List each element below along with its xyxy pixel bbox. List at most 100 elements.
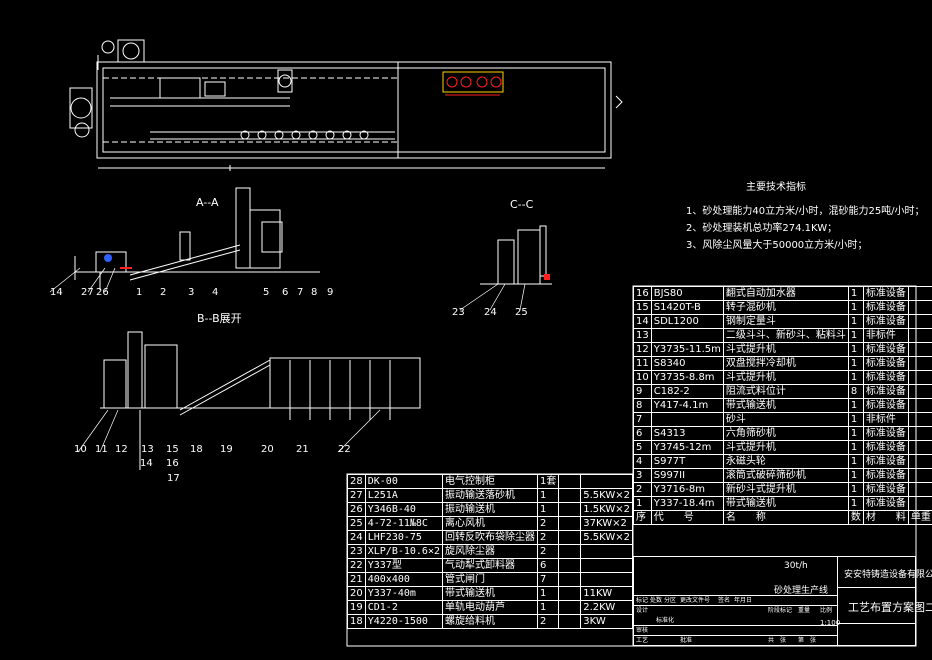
callout-label: 16	[166, 458, 179, 469]
table-cell: 1	[847, 370, 864, 385]
table-cell: S8340	[650, 356, 724, 371]
callout-label: 22	[338, 444, 351, 455]
table-cell: 标准设备	[862, 468, 909, 483]
table-cell	[907, 468, 932, 483]
table-cell: 标准设备	[862, 482, 909, 497]
callout-label: 20	[261, 444, 274, 455]
title-block: 30t/h 砂处理生产线 安安特铸造设备有限公司 工艺布置方案图二 1:100 …	[633, 556, 932, 646]
table-cell: BJS80	[650, 286, 724, 301]
table-cell	[907, 356, 932, 371]
table-cell: 1	[847, 328, 864, 343]
table-row: 11S8340双盘搅拌冷却机1标准设备26KW	[633, 356, 932, 371]
table-cell: 2	[633, 482, 652, 497]
table-cell: 11	[633, 356, 652, 371]
table-cell: 1	[633, 496, 652, 511]
aa-blue-motor-icon	[104, 254, 112, 262]
table-cell: 1	[847, 496, 864, 511]
table-cell: 1	[847, 426, 864, 441]
title-label: 设计	[636, 607, 649, 614]
title-label: 审核	[636, 627, 649, 634]
title-company: 安安特铸造设备有限公司	[844, 570, 932, 580]
table-header-cell: 代 号	[650, 510, 724, 525]
callout-label: 9	[327, 287, 334, 298]
table-cell: S4313	[650, 426, 724, 441]
table-cell: 4-72-11№8C	[364, 516, 443, 531]
table-cell	[907, 314, 932, 329]
table-cell	[580, 544, 633, 559]
callout-label: 26	[96, 287, 109, 298]
table-cell: 2	[536, 614, 560, 629]
table-cell: 6	[536, 558, 560, 573]
title-label: 分区	[664, 597, 677, 604]
table-cell	[558, 544, 582, 559]
table-cell: 5.5KW×2	[580, 530, 633, 545]
table-cell	[650, 412, 724, 427]
table-cell	[580, 572, 633, 587]
table-cell: 8	[633, 398, 652, 413]
table-cell: 永磁头轮	[722, 454, 849, 469]
table-cell: 标准设备	[862, 426, 909, 441]
plan-view-frame	[96, 61, 612, 159]
callout-label: 17	[167, 473, 180, 484]
table-cell	[558, 502, 582, 517]
table-cell: 5	[633, 440, 652, 455]
table-cell	[558, 558, 582, 573]
table-cell	[907, 342, 932, 357]
section-aa-linework	[74, 187, 320, 290]
table-cell: 2.2KW	[580, 600, 633, 615]
table-cell	[558, 516, 582, 531]
table-cell: 标准设备	[862, 496, 909, 511]
table-cell: 1	[536, 600, 560, 615]
callout-label: 12	[115, 444, 128, 455]
table-cell: 1	[847, 468, 864, 483]
callout-label: 25	[515, 307, 528, 318]
table-cell: 26	[347, 502, 366, 517]
table-cell: 气动犁式卸料器	[441, 558, 538, 573]
table-cell: 21	[347, 572, 366, 587]
table-cell: 六角筛砂机	[722, 426, 849, 441]
table-cell	[580, 474, 633, 489]
table-cell: 标准设备	[862, 454, 909, 469]
table-cell	[907, 454, 932, 469]
table-cell: 12	[633, 342, 652, 357]
callout-label: 21	[296, 444, 309, 455]
table-cell	[558, 586, 582, 601]
callout-label: 18	[190, 444, 203, 455]
title-label: 阶段标记	[768, 607, 793, 614]
table-cell: 18	[347, 614, 366, 629]
table-cell	[558, 600, 582, 615]
table-cell: 24	[347, 530, 366, 545]
table-cell: L251A	[364, 488, 443, 503]
callout-label: 6	[282, 287, 289, 298]
plan-roller-row	[240, 130, 369, 140]
table-cell: 标准设备	[862, 300, 909, 315]
callout-label: 11	[95, 444, 108, 455]
table-cell	[558, 572, 582, 587]
table-cell: Y346B-40	[364, 502, 443, 517]
title-label: 共 张	[768, 637, 787, 644]
table-cell: 阻流式料位计	[722, 384, 849, 399]
table-cell: 斗式提升机	[722, 370, 849, 385]
table-cell: 1	[847, 314, 864, 329]
table-cell: 1	[536, 502, 560, 517]
table-cell: 管式闸门	[441, 572, 538, 587]
notes-title: 主要技术指标	[746, 182, 806, 193]
table-cell: 单轨电动葫芦	[441, 600, 538, 615]
table-cell: 电气控制柜	[441, 474, 538, 489]
table-header-cell: 数	[847, 510, 864, 525]
table-cell: 带式输送机	[722, 496, 849, 511]
right-parts-table: 16BJS80翻式自动加水器1标准设备0.75KW15S1420T-B转子混砂机…	[633, 286, 932, 525]
table-cell: 1.5KW×2	[580, 502, 633, 517]
table-cell: 1	[847, 398, 864, 413]
title-label: 签名	[718, 597, 731, 604]
